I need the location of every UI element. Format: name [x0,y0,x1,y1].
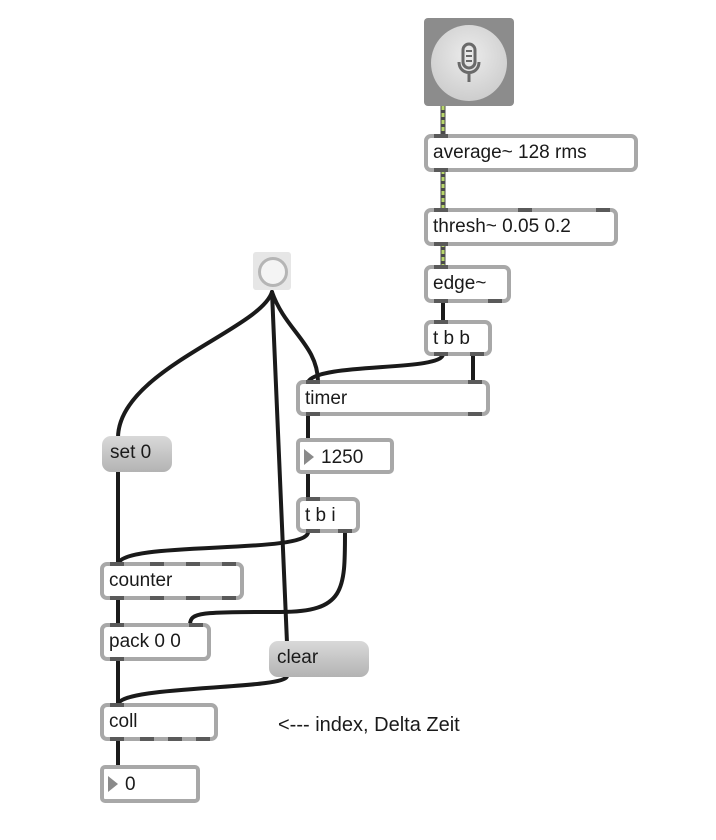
outlet[interactable] [468,412,482,416]
outlet[interactable] [150,596,164,600]
object-label: timer [305,388,348,409]
trigger-bi-object[interactable]: t b i [296,497,360,533]
timer-number-box[interactable]: 1250 [296,438,394,474]
outlet[interactable] [196,737,210,741]
inlet[interactable] [110,562,124,566]
edge-object[interactable]: edge~ [424,265,511,303]
inlet[interactable] [150,562,164,566]
inlet[interactable] [186,562,200,566]
coll-number-box[interactable]: 0 [100,765,200,803]
bang-button[interactable] [253,252,291,290]
number-value: 1250 [321,447,364,468]
inlet[interactable] [434,208,448,212]
object-label: pack 0 0 [109,631,181,652]
object-label: t b i [305,505,336,526]
message-label: set 0 [110,442,152,463]
outlet[interactable] [186,596,200,600]
number-value: 0 [125,774,136,795]
outlet[interactable] [168,737,182,741]
trigger-bb-object[interactable]: t b b [424,320,492,356]
outlet[interactable] [338,529,352,533]
outlet[interactable] [222,596,236,600]
object-label: coll [109,711,138,732]
outlet[interactable] [434,299,448,303]
object-label: counter [109,570,173,591]
thresh-object[interactable]: thresh~ 0.05 0.2 [424,208,618,246]
outlet[interactable] [306,412,320,416]
clear-message[interactable]: clear [269,641,369,677]
object-label: edge~ [433,273,487,294]
inlet[interactable] [518,208,532,212]
outlet[interactable] [306,529,320,533]
microphone-disc [431,25,507,101]
average-object[interactable]: average~ 128 rms [424,134,638,172]
message-label: clear [277,647,319,668]
inlet[interactable] [434,134,448,138]
inlet[interactable] [306,380,320,384]
microphone-icon [457,42,481,82]
inlet[interactable] [110,623,124,627]
outlet[interactable] [434,352,448,356]
counter-object[interactable]: counter [100,562,244,600]
outlet[interactable] [110,657,124,661]
inlet[interactable] [306,497,320,501]
inlet[interactable] [434,320,448,324]
microphone-input[interactable] [424,18,514,106]
outlet[interactable] [140,737,154,741]
object-label: thresh~ 0.05 0.2 [433,216,571,237]
number-triangle-icon [304,449,314,465]
index-delta-comment: <--- index, Delta Zeit [278,714,460,736]
inlet[interactable] [222,562,236,566]
outlet[interactable] [488,299,502,303]
outlet[interactable] [110,737,124,741]
outlet[interactable] [434,168,448,172]
outlet[interactable] [434,242,448,246]
inlet[interactable] [434,265,448,269]
control-cords [116,290,475,769]
inlet[interactable] [189,623,203,627]
object-label: t b b [433,328,470,349]
inlet[interactable] [596,208,610,212]
pack-object[interactable]: pack 0 0 [100,623,211,661]
outlet[interactable] [110,596,124,600]
inlet[interactable] [110,703,124,707]
timer-object[interactable]: timer [296,380,490,416]
inlet[interactable] [468,380,482,384]
coll-object[interactable]: coll [100,703,218,741]
outlet[interactable] [470,352,484,356]
set-0-message[interactable]: set 0 [102,436,172,472]
number-triangle-icon [108,776,118,792]
bang-circle-icon [258,257,288,287]
object-label: average~ 128 rms [433,142,587,163]
